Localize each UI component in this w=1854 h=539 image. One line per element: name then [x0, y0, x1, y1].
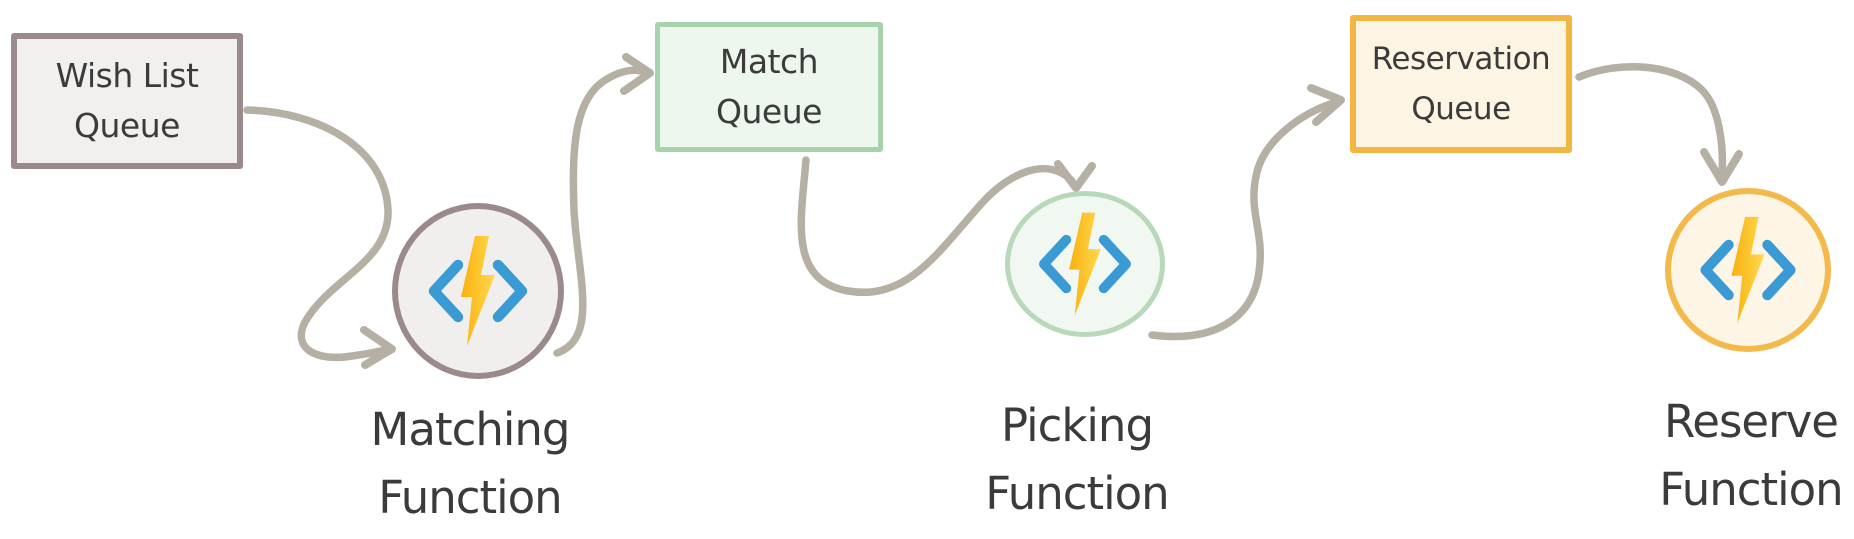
edge-reservation-to-reserve-arrowhead: [1700, 148, 1743, 186]
node-label: Reservation Queue: [1371, 41, 1551, 127]
node-label-reserve-function: Reserve Function: [1659, 395, 1843, 516]
edge-wishlist-to-matching-arrowhead: [360, 326, 396, 369]
node-label: Wish List Queue: [55, 56, 199, 145]
node-reservation-queue: Reservation Queue: [1350, 15, 1572, 153]
node-picking-function: [1005, 191, 1165, 337]
edge-matching-to-matchqueue: [553, 66, 651, 357]
edge-matching-to-matchqueue-arrowhead: [620, 53, 654, 95]
edge-matchqueue-to-picking: [797, 156, 1076, 297]
node-wish-list-queue: Wish List Queue: [11, 33, 243, 169]
azure-functions-icon: [428, 236, 528, 346]
edge-picking-to-reservation-arrowhead: [1307, 84, 1345, 126]
node-matching-function: [392, 203, 564, 379]
node-label: Match Queue: [716, 42, 822, 131]
edge-wishlist-to-matching: [243, 106, 392, 362]
edge-reservation-to-reserve: [1575, 63, 1727, 180]
edge-picking-to-reservation: [1148, 98, 1341, 341]
node-label-matching-function: Matching Function: [370, 403, 571, 524]
edge-matchqueue-to-picking-arrowhead: [1054, 160, 1096, 192]
azure-functions-icon: [1700, 216, 1796, 324]
node-match-queue: Match Queue: [655, 22, 883, 152]
azure-functions-icon: [1039, 212, 1131, 316]
node-label-picking-function: Picking Function: [985, 399, 1169, 520]
node-reserve-function: [1665, 188, 1831, 352]
